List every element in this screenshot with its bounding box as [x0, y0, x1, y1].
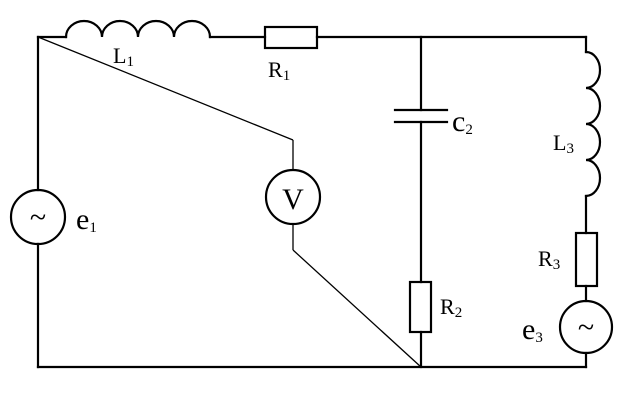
- resistor-R1: [263, 25, 319, 50]
- label-L1: L1: [113, 43, 134, 70]
- inductor-L3: [584, 50, 602, 198]
- voltmeter-symbol: V: [282, 183, 304, 216]
- label-R3: R3: [538, 246, 560, 273]
- resistor-R2: [408, 280, 433, 334]
- voltmeter-lead-bottom-diagonal: [292, 249, 422, 368]
- label-R1: R1: [268, 57, 290, 84]
- label-R2: R2: [440, 294, 462, 321]
- source-e3-symbol: ~: [578, 311, 594, 344]
- voltmeter-lead-top-diagonal: [37, 36, 294, 141]
- label-e1: e1: [76, 203, 97, 236]
- label-L3: L3: [553, 130, 574, 157]
- source-e1-symbol: ~: [30, 201, 46, 234]
- inductor-L1: [64, 19, 212, 39]
- label-C2: c2: [452, 105, 473, 138]
- resistor-R3: [574, 231, 599, 288]
- label-e3: e3: [522, 313, 543, 346]
